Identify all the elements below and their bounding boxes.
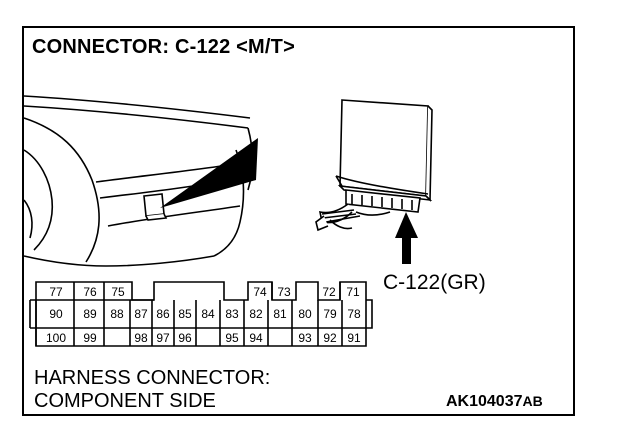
pin-77: 77 xyxy=(49,285,63,299)
figure-code-main: AK104037 xyxy=(446,393,523,410)
pin-78: 78 xyxy=(347,307,361,321)
pin-85: 85 xyxy=(178,307,192,321)
pin-82: 82 xyxy=(249,307,263,321)
pin-74: 74 xyxy=(253,285,267,299)
pin-96: 96 xyxy=(178,331,192,345)
diagram-title: CONNECTOR: C-122 <M/T> xyxy=(32,36,295,58)
up-arrow-icon xyxy=(395,212,418,264)
pin-87: 87 xyxy=(134,307,148,321)
pin-92: 92 xyxy=(323,331,337,345)
connector-label: C-122(GR) xyxy=(383,271,486,294)
pin-90: 90 xyxy=(49,307,63,321)
pin-93: 93 xyxy=(298,331,312,345)
pin-79: 79 xyxy=(323,307,337,321)
pin-98: 98 xyxy=(134,331,148,345)
pin-88: 88 xyxy=(110,307,124,321)
pin-71: 71 xyxy=(346,285,360,299)
pin-95: 95 xyxy=(225,331,239,345)
module-drawing xyxy=(315,99,433,232)
connector-face-outline xyxy=(29,281,373,347)
pin-75: 75 xyxy=(111,285,125,299)
diagram-frame xyxy=(22,26,575,416)
harness-label-line2: COMPONENT SIDE xyxy=(34,390,216,412)
pin-89: 89 xyxy=(83,307,97,321)
pin-99: 99 xyxy=(83,331,97,345)
pin-80: 80 xyxy=(298,307,312,321)
pin-83: 83 xyxy=(225,307,239,321)
pin-100: 100 xyxy=(45,331,67,345)
pin-86: 86 xyxy=(156,307,170,321)
pin-73: 73 xyxy=(277,285,291,299)
pin-72: 72 xyxy=(322,285,336,299)
dashboard-connector-box xyxy=(143,193,168,221)
pin-94: 94 xyxy=(249,331,263,345)
pin-91: 91 xyxy=(347,331,361,345)
pin-81: 81 xyxy=(273,307,287,321)
harness-label-line1: HARNESS CONNECTOR: xyxy=(34,367,271,389)
pin-76: 76 xyxy=(83,285,97,299)
pin-84: 84 xyxy=(201,307,215,321)
figure-code: AK104037AB xyxy=(446,394,543,410)
zoom-wedge xyxy=(160,138,258,208)
pin-97: 97 xyxy=(156,331,170,345)
figure-code-suffix: AB xyxy=(522,393,543,409)
